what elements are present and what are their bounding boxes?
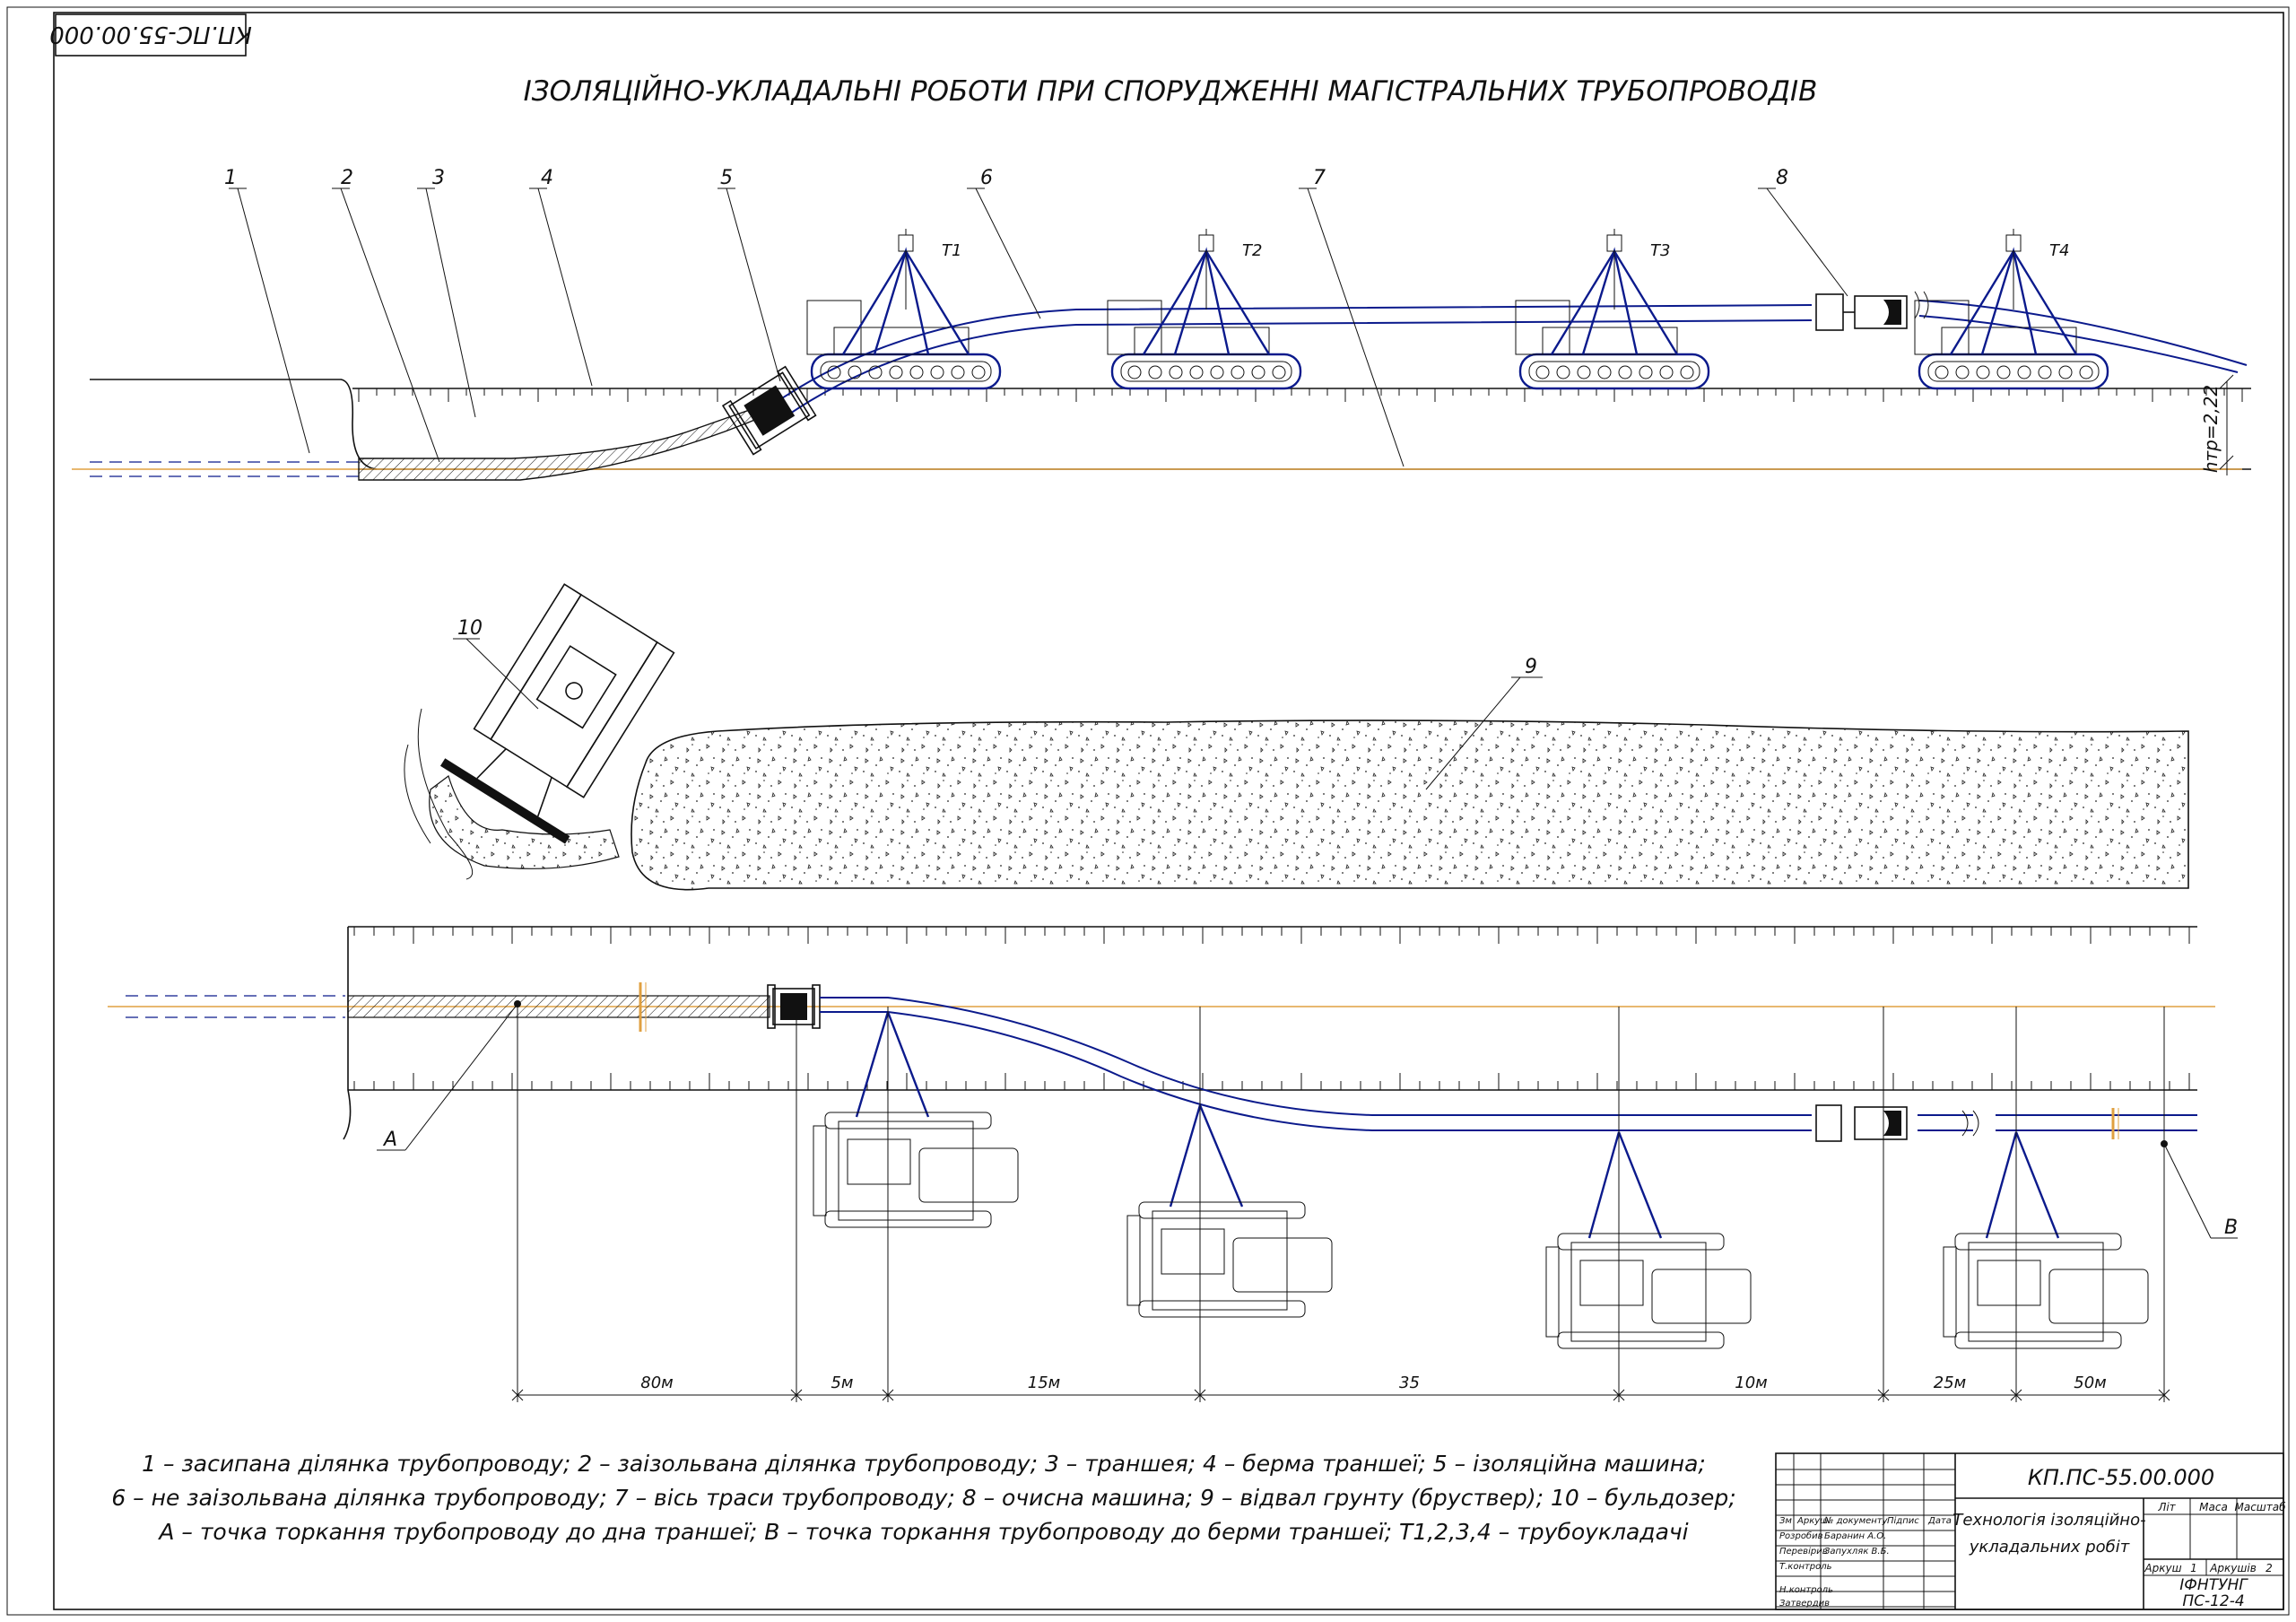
pipe-upper-edge [770, 304, 1813, 406]
tb-sheet-no: 1 [2190, 1562, 2197, 1574]
pipe-lower-edge [784, 319, 1813, 418]
pipelayer-label-t3: T3 [1650, 241, 1670, 260]
callout-leaders [229, 187, 2238, 1239]
tb-col-sheet: Аркуш [1796, 1516, 1828, 1526]
callout-3: 3 [432, 167, 445, 189]
tb-mass: Маса [2199, 1501, 2228, 1513]
callout-6: 6 [980, 167, 993, 189]
cleaning-machine-plan [1815, 1104, 1908, 1142]
insulation-machine-plan [767, 984, 821, 1029]
tb-col-date: Дата [1927, 1516, 1952, 1526]
tb-role-2: Т.контроль [1779, 1562, 1832, 1572]
tb-doc-number: КП.ПС-55.00.000 [2028, 1465, 2214, 1490]
pipelayer-label-t2: T2 [1242, 241, 1262, 260]
distance-label-2: 5м [831, 1373, 853, 1392]
callout-b: В [2224, 1216, 2238, 1239]
legend-line-1: 1 – засипана ділянка трубопроводу; 2 – з… [142, 1451, 1706, 1477]
cleaning-machine-profile [1815, 293, 1908, 331]
tb-role-5: Затвердив [1779, 1599, 1830, 1609]
top-stamp: КП.ПС-55.00.000 [49, 13, 252, 57]
callout-4: 4 [541, 167, 553, 189]
callout-a: А [382, 1129, 397, 1151]
callout-9: 9 [1525, 656, 1537, 678]
distance-label-3: 15м [1028, 1373, 1060, 1392]
depth-label: hтр=2,22 [2200, 385, 2222, 473]
insulated-pipe-plan [347, 995, 770, 1018]
pipelayer-profile-t2: T2 [1107, 229, 1302, 390]
plan-view: 80м 5м 15м 35 10м 25м 50м [108, 583, 2215, 1402]
tb-scale: Масштаб [2234, 1501, 2286, 1513]
tb-col-sign: Підпис [1887, 1515, 1919, 1526]
pipelayer-label-t4: T4 [2049, 241, 2069, 260]
legend: 1 – засипана ділянка трубопроводу; 2 – з… [111, 1451, 1735, 1545]
spoil-bank [631, 719, 2189, 891]
distance-label-5: 10м [1735, 1373, 1767, 1392]
callout-2: 2 [341, 167, 353, 189]
callout-7: 7 [1313, 167, 1326, 189]
callout-8: 8 [1776, 167, 1788, 189]
tb-role-1: Перевірив [1779, 1546, 1828, 1557]
tb-org-2: ПС-12-4 [2182, 1592, 2244, 1610]
pipelayer-plan-t2 [1126, 1104, 1333, 1318]
tb-title-1: Технологія ізоляційно- [1952, 1511, 2145, 1530]
title-block: КП.ПС-55.00.000 Технологія ізоляційно- у… [1775, 1452, 2286, 1610]
inner-frame [53, 12, 2284, 1610]
pipelayer-profile-t1: T1 [806, 229, 1002, 390]
ground-hatch [358, 388, 2243, 402]
legend-line-2: 6 – не заізольвана ділянка трубопроводу;… [111, 1485, 1735, 1511]
pipe-plan-edge-1 [820, 1011, 1812, 1131]
tb-sheets-label: Аркушів [2209, 1562, 2257, 1574]
drawing-title: ІЗОЛЯЦІЙНО-УКЛАДАЛЬНІ РОБОТИ ПРИ СПОРУДЖ… [524, 75, 1818, 108]
pipelayer-label-t1: T1 [942, 241, 961, 260]
pipelayer-profile-t4: T4 [1914, 229, 2109, 390]
tb-role-4: Н.контроль [1779, 1585, 1833, 1595]
callout-1: 1 [224, 167, 237, 189]
tb-col-zm: Зм [1779, 1516, 1792, 1526]
outer-frame [6, 6, 2290, 1616]
insulation-machine-profile [721, 365, 817, 456]
tb-person-0: Баранин А.О. [1824, 1531, 1886, 1541]
distance-label-1: 80м [640, 1373, 673, 1392]
legend-line-3: А – точка торкання трубопроводу до дна т… [157, 1519, 1688, 1545]
pipelayer-plan-t3 [1545, 1131, 1752, 1349]
tb-sheet-label: Аркуш [2144, 1562, 2181, 1574]
callout-10: 10 [457, 617, 483, 640]
tb-lit: Літ [2157, 1501, 2176, 1513]
profile-view: T1 T2 T3 T4 hтр=2,22 [72, 229, 2251, 481]
tb-person-1: Запухляк В.Б. [1824, 1547, 1890, 1557]
distance-label-4: 35 [1399, 1373, 1420, 1392]
callout-labels: 1 2 3 4 5 6 7 8 9 10 А В [224, 167, 2238, 1239]
callout-5: 5 [720, 167, 733, 189]
pipelayer-plan-t1 [813, 1011, 1019, 1228]
tb-sheets-total: 2 [2266, 1562, 2273, 1574]
pipelayer-profile-t3: T3 [1515, 229, 1710, 390]
tb-org-1: ІФНТУНГ [2179, 1576, 2248, 1594]
pipelayer-plan-t4 [1943, 1131, 2149, 1349]
tb-col-doc: № документу [1823, 1516, 1889, 1526]
distance-label-6: 25м [1934, 1373, 1966, 1392]
top-stamp-text: КП.ПС-55.00.000 [49, 21, 252, 48]
bulldozer [439, 583, 675, 844]
tb-role-0: Розробив [1779, 1530, 1823, 1541]
tb-title-2: укладальних робіт [1969, 1538, 2130, 1557]
distance-label-7: 50м [2074, 1373, 2106, 1392]
